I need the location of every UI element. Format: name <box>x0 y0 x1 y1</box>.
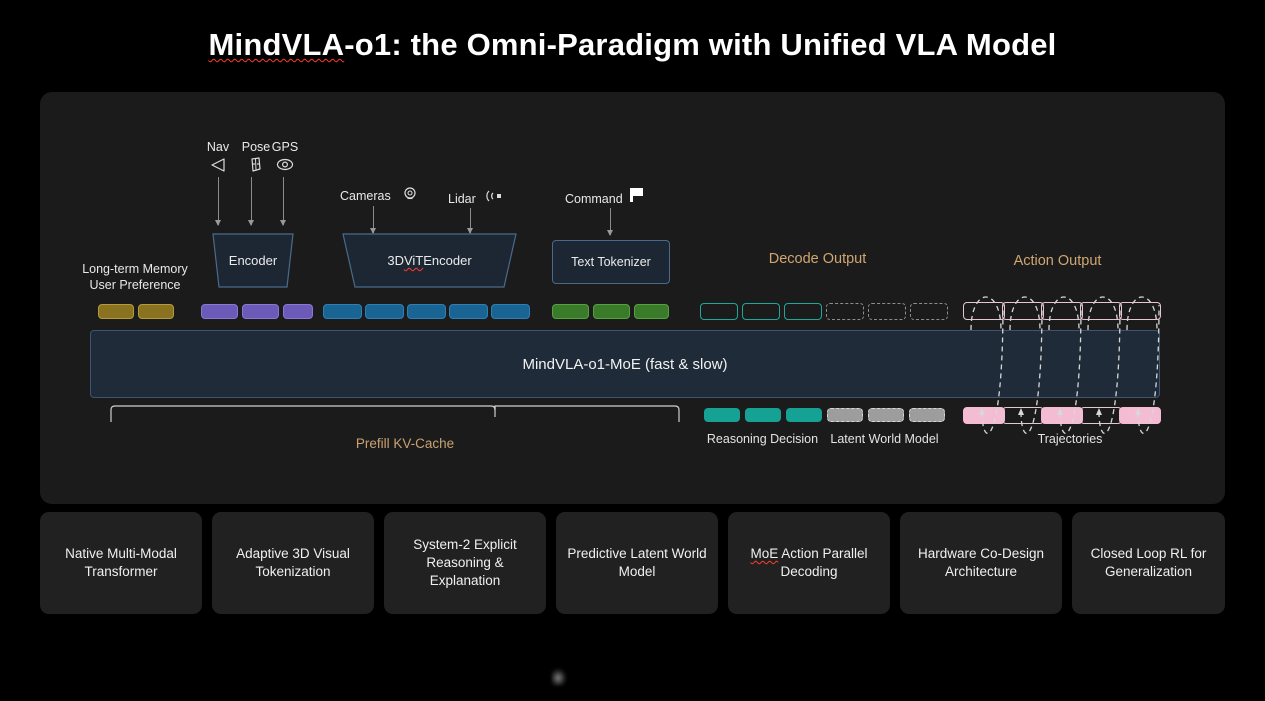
feature-card-list: Native Multi-Modal Transformer Adaptive … <box>40 512 1225 614</box>
feature-card-moe-misspelled: MoE <box>750 545 779 561</box>
prefill-kv-cache-caption: Prefill KV-Cache <box>355 436 455 451</box>
prefill-brace <box>110 405 680 422</box>
command-flag-icon <box>628 186 646 209</box>
navigation-cursor-icon <box>200 157 236 173</box>
action-loop-arcs-top <box>970 296 1158 331</box>
token-visual-1 <box>323 304 362 319</box>
text-tokenizer-block: Text Tokenizer <box>552 240 670 284</box>
feature-card-closed-loop-rl[interactable]: Closed Loop RL for Generalization <box>1072 512 1225 614</box>
action-feedback-arcs <box>979 304 1160 435</box>
token-nav-3 <box>283 304 313 319</box>
reasoning-decision-caption: Reasoning Decision <box>706 432 819 446</box>
input-lidar-label: Lidar <box>448 192 476 206</box>
latent-world-model-caption: Latent World Model <box>830 432 939 446</box>
decode-output-caption: Decode Output <box>768 251 867 267</box>
vit-encoder-block-label: 3D ViT Encoder <box>337 233 522 288</box>
feature-card-hardware-co-design-architecture[interactable]: Hardware Co-Design Architecture <box>900 512 1062 614</box>
feature-card-native-multimodal-transformer[interactable]: Native Multi-Modal Transformer <box>40 512 202 614</box>
token-text-3 <box>634 304 669 319</box>
token-memory-2 <box>138 304 174 319</box>
token-text-2 <box>593 304 630 319</box>
lidar-signal-icon <box>484 188 506 209</box>
token-decode-reasoning-1 <box>700 303 738 320</box>
token-visual-3 <box>407 304 446 319</box>
long-term-memory-line1: Long-term Memory <box>82 262 188 276</box>
action-output-caption: Action Output <box>1013 253 1102 269</box>
token-visual-2 <box>365 304 404 319</box>
token-visual-5 <box>491 304 530 319</box>
feature-card-predictive-latent-world-model[interactable]: Predictive Latent World Model <box>556 512 718 614</box>
token-latent-out-1 <box>827 408 863 422</box>
token-reasoning-out-2 <box>745 408 781 422</box>
token-decode-reasoning-2 <box>742 303 780 320</box>
arrow-gps-to-encoder <box>280 177 286 226</box>
vit-encoder-block: 3D ViT Encoder <box>337 233 522 288</box>
gps-eye-icon <box>268 157 302 172</box>
encoder-block: Encoder <box>207 233 299 288</box>
page-title-rest: -o1: the Omni-Paradigm with Unified VLA … <box>344 27 1057 62</box>
vit-label-part-a: 3D <box>387 253 404 268</box>
sensor-pose-label: Pose <box>241 140 271 154</box>
arrow-lidar-to-vit <box>467 208 473 234</box>
token-latent-out-2 <box>868 408 904 422</box>
page-title: MindVLA-o1: the Omni-Paradigm with Unifi… <box>0 27 1265 63</box>
token-reasoning-out-3 <box>786 408 822 422</box>
feature-card-moe-action-parallel-decoding[interactable]: MoE Action Parallel Decoding <box>728 512 890 614</box>
input-lidar: Lidar <box>448 190 501 208</box>
input-command-label: Command <box>565 192 623 206</box>
arrow-cameras-to-vit <box>370 206 376 234</box>
pose-cube-icon <box>236 156 276 173</box>
page-title-misspelled-word: MindVLA <box>208 27 345 62</box>
mouse-cursor-artifact <box>551 668 567 686</box>
input-cameras-label: Cameras <box>340 189 391 203</box>
token-latent-out-3 <box>909 408 945 422</box>
sensor-gps-label: GPS <box>271 140 299 154</box>
token-decode-latent-2 <box>868 303 906 320</box>
arrow-command-to-tokenizer <box>607 208 613 236</box>
architecture-panel <box>40 92 1225 504</box>
encoder-block-label: Encoder <box>228 253 278 268</box>
arrow-pose-to-encoder <box>248 177 254 226</box>
token-decode-reasoning-3 <box>784 303 822 320</box>
token-memory-1 <box>98 304 134 319</box>
token-nav-2 <box>242 304 279 319</box>
sensor-pose: Pose <box>236 140 276 173</box>
input-cameras: Cameras <box>340 187 416 205</box>
token-decode-latent-1 <box>826 303 864 320</box>
input-command: Command <box>565 188 643 208</box>
trajectories-caption: Trajectories <box>1037 432 1103 446</box>
token-nav-1 <box>201 304 238 319</box>
feature-card-adaptive-3d-visual-tokenization[interactable]: Adaptive 3D Visual Tokenization <box>212 512 374 614</box>
feature-card-moe-rest: Action Parallel Decoding <box>778 545 868 579</box>
vit-label-part-c: Encoder <box>423 253 472 268</box>
token-reasoning-out-1 <box>704 408 740 422</box>
token-text-1 <box>552 304 589 319</box>
vit-label-misspelled: ViT <box>403 253 424 268</box>
camera-icon <box>402 186 418 207</box>
sensor-nav-label: Nav <box>206 140 230 154</box>
token-decode-latent-3 <box>910 303 948 320</box>
long-term-memory-line2: User Preference <box>89 278 181 292</box>
token-action-top-1 <box>963 302 1005 320</box>
sensor-nav: Nav <box>200 140 236 173</box>
sensor-gps: GPS <box>268 140 302 172</box>
long-term-memory-label: Long-term Memory User Preference <box>60 262 210 292</box>
backbone-moe-bar: MindVLA-o1-MoE (fast & slow) <box>90 330 1160 398</box>
feature-card-system2-explicit-reasoning[interactable]: System-2 Explicit Reasoning & Explanatio… <box>384 512 546 614</box>
arrow-nav-to-encoder <box>215 177 221 226</box>
token-visual-4 <box>449 304 488 319</box>
